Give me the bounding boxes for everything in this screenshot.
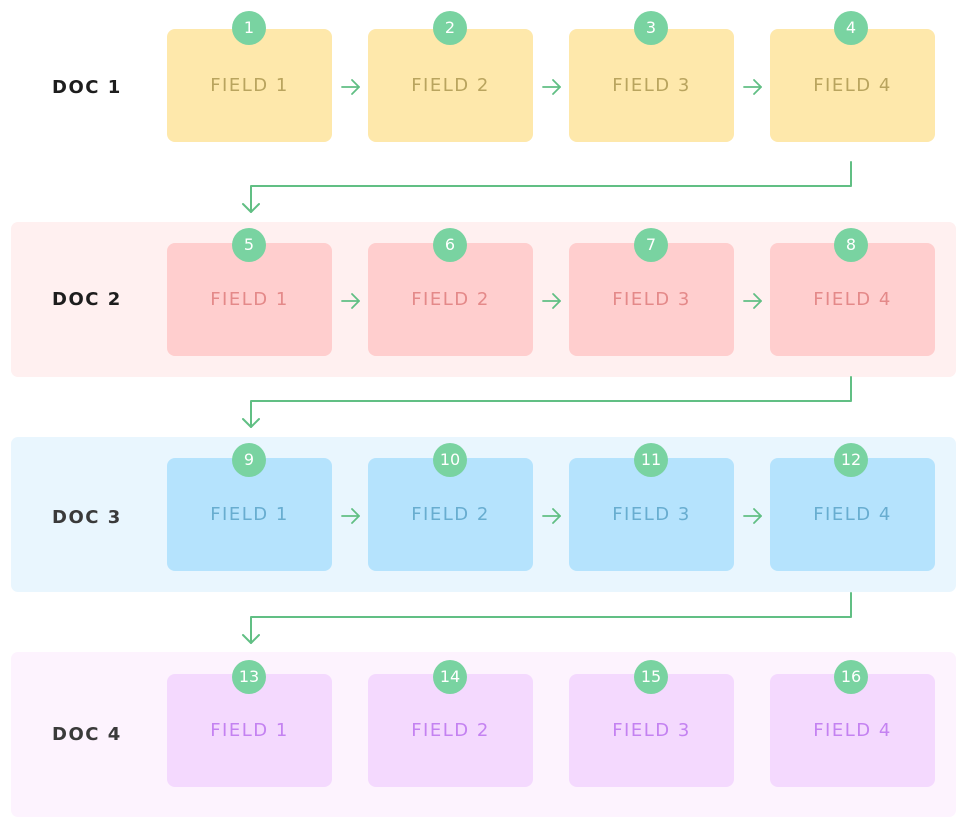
field-label: FIELD 4 [813, 504, 892, 525]
doc-4-label: DOC 4 [52, 724, 122, 745]
field-label: FIELD 2 [411, 289, 490, 310]
field-label: FIELD 4 [813, 289, 892, 310]
field-label: FIELD 1 [210, 289, 289, 310]
arrow-right-icon [743, 508, 762, 524]
step-badge: 14 [433, 660, 467, 694]
arrow-right-icon [341, 79, 360, 95]
arrow-right-icon [341, 293, 360, 309]
step-badge: 6 [433, 228, 467, 262]
step-badge: 5 [232, 228, 266, 262]
field-label: FIELD 1 [210, 504, 289, 525]
step-badge: 9 [232, 443, 266, 477]
step-badge: 7 [634, 228, 668, 262]
connector-doc3-to-doc4 [242, 592, 852, 644]
field-label: FIELD 3 [612, 504, 691, 525]
step-badge: 15 [634, 660, 668, 694]
doc-3-field-4: FIELD 4 [770, 458, 935, 571]
connector-doc1-to-doc2 [242, 161, 852, 213]
step-badge: 16 [834, 660, 868, 694]
step-badge: 12 [834, 443, 868, 477]
doc-1-field-1: FIELD 1 [167, 29, 332, 142]
field-label: FIELD 3 [612, 289, 691, 310]
doc-1-field-3: FIELD 3 [569, 29, 734, 142]
step-badge: 1 [232, 11, 266, 45]
field-label: FIELD 4 [813, 75, 892, 96]
field-label: FIELD 4 [813, 720, 892, 741]
arrow-right-icon [542, 79, 561, 95]
doc-2-field-1: FIELD 1 [167, 243, 332, 356]
arrow-right-icon [542, 508, 561, 524]
step-badge: 8 [834, 228, 868, 262]
doc-1-field-2: FIELD 2 [368, 29, 533, 142]
doc-1-field-4: FIELD 4 [770, 29, 935, 142]
step-badge: 13 [232, 660, 266, 694]
doc-3-label: DOC 3 [52, 507, 122, 528]
arrow-right-icon [542, 293, 561, 309]
step-badge: 2 [433, 11, 467, 45]
connector-doc2-to-doc3 [242, 376, 852, 428]
doc-2-label: DOC 2 [52, 289, 122, 310]
doc-3-field-3: FIELD 3 [569, 458, 734, 571]
field-label: FIELD 2 [411, 75, 490, 96]
field-label: FIELD 2 [411, 504, 490, 525]
doc-1-label: DOC 1 [52, 77, 122, 98]
step-badge: 10 [433, 443, 467, 477]
arrow-right-icon [743, 293, 762, 309]
arrow-right-icon [341, 508, 360, 524]
field-label: FIELD 1 [210, 720, 289, 741]
step-badge: 11 [634, 443, 668, 477]
field-label: FIELD 3 [612, 75, 691, 96]
step-badge: 4 [834, 11, 868, 45]
field-label: FIELD 1 [210, 75, 289, 96]
step-badge: 3 [634, 11, 668, 45]
field-label: FIELD 3 [612, 720, 691, 741]
field-label: FIELD 2 [411, 720, 490, 741]
arrow-right-icon [743, 79, 762, 95]
